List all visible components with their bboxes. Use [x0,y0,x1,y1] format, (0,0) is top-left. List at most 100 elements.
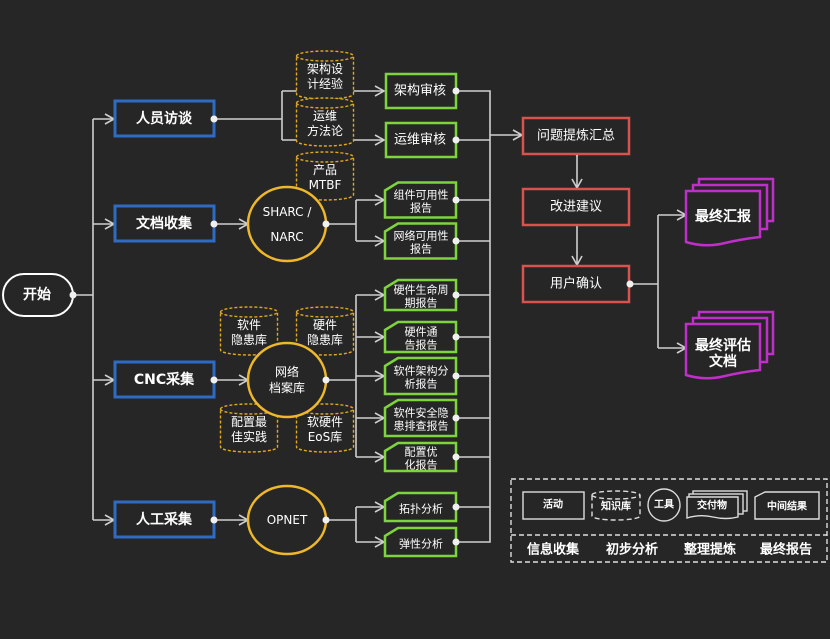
legend-label: 活动 [543,498,563,511]
legend: 活动 知识库 工具 交付物 中间结果 信息收集 初步分析 整理提炼 最终报告 [510,478,828,563]
legend-label: 工具 [654,499,674,511]
connector-dot [210,115,218,123]
knowledge-base-label: 运维 [313,109,337,123]
tool-label: OPNET [267,513,308,527]
summary-box [521,187,631,227]
deliverable-document [684,189,762,247]
legend-phase-final-report: 最终报告 [760,542,812,558]
tool-opnet[interactable]: OPNET [246,484,330,556]
start-node[interactable]: 开始 [2,273,77,317]
deliverable-label: 最终汇报 [695,208,751,225]
knowledge-base-label: 硬件 [313,318,337,332]
activity-document-collection[interactable]: 文档收集 [113,204,218,243]
activity-label: CNC采集 [134,371,195,388]
summary-user-confirmation[interactable]: 用户确认 [521,264,634,304]
deliverable-label: 文档 [709,353,737,370]
activity-label: 人工采集 [136,511,193,528]
tool-label: NARC [270,230,303,244]
intermediate-results: 组件可用性报告网络可用性报告硬件生命周期报告硬件通告报告软件架构分析报告软件安全… [383,181,460,558]
deliverable-document [684,322,762,380]
connector-dot [452,196,460,204]
tool-network-archive[interactable]: 网络 档案库 [246,341,330,419]
legend-intermediate-result: 中间结果 [754,491,820,520]
deliverable[interactable]: 最终汇报 [684,177,775,247]
activity-label: 文档收集 [136,215,193,232]
summary-improvement-suggestions[interactable]: 改进建议 [521,187,631,227]
knowledge-base-label: 软硬件 [307,415,343,429]
summary-issue-consolidation[interactable]: 问题提炼汇总 [521,116,631,156]
activity-box [113,500,216,539]
knowledge-base-cylinder [295,306,355,356]
intermediate-result-label: 软件架构分 [394,364,449,378]
activity-box [113,360,216,399]
knowledge-base-label: 隐患库 [231,332,267,347]
legend-phase-initial-analysis: 初步分析 [606,542,658,558]
tool-ellipse [246,185,328,263]
knowledge-base-cylinder-top [295,55,355,62]
knowledge-base-label: 方法论 [307,123,343,138]
connector-dot [626,280,634,288]
activity-cnc-collection[interactable]: CNC采集 [113,360,218,399]
start-label: 开始 [23,286,51,303]
legend-phase-consolidation: 整理提炼 [683,542,736,558]
review-architecture[interactable]: 架构审核 [384,72,460,110]
legend-label: 交付物 [697,499,727,512]
legend-frame [510,478,828,563]
legend-label: 知识库 [600,500,631,513]
knowledge-base-cylinder-top [295,102,355,109]
connector-dot [452,503,460,511]
knowledge-base-cylinder [219,403,279,453]
summary-label: 改进建议 [550,200,602,215]
intermediate-result[interactable]: 弹性分析 [383,526,460,558]
tool-sharc-narc[interactable]: SHARC / NARC [246,185,330,263]
legend-activity-shape [522,491,585,520]
intermediate-result-label: 拓扑分析 [399,502,443,516]
connector-dot [210,516,218,524]
connector-dot [452,538,460,546]
connector-dot [210,220,218,228]
knowledge-base-label: 产品 [313,163,337,177]
tool-label: 档案库 [269,380,305,395]
knowledge-base-cylinder-top [295,311,355,318]
tool-label: 网络 [275,364,299,379]
intermediate-result-label: 硬件生命周 [394,283,449,297]
connector-dot [210,376,218,384]
legend-label: 中间结果 [767,500,808,513]
connector-dot [452,87,460,95]
connector-dot [452,372,460,380]
knowledge-base-cylinder [295,97,355,147]
activity-interview[interactable]: 人员访谈 [113,99,218,138]
activity-manual-collection[interactable]: 人工采集 [113,500,218,539]
intermediate-result-label: 报告 [410,242,432,256]
intermediate-result-label: 组件可用性 [394,188,449,202]
connector-dot [452,453,460,461]
knowledge-base-cylinder [295,151,355,201]
intermediate-result[interactable]: 拓扑分析 [383,491,460,523]
knowledge-base-label: EoS库 [308,429,343,444]
review-operations[interactable]: 运维审核 [384,121,460,159]
connector [456,90,491,543]
knowledge-base-label: 软件 [237,318,261,332]
connector-dot [322,376,330,384]
connector-dot [69,291,77,299]
review-label: 运维审核 [394,133,446,148]
summary-label: 问题提炼汇总 [537,128,615,144]
knowledge-base-label: 配置最 [231,415,267,429]
intermediate-result-label: 化报告 [405,458,438,472]
legend-intermediate-shape [754,491,820,520]
